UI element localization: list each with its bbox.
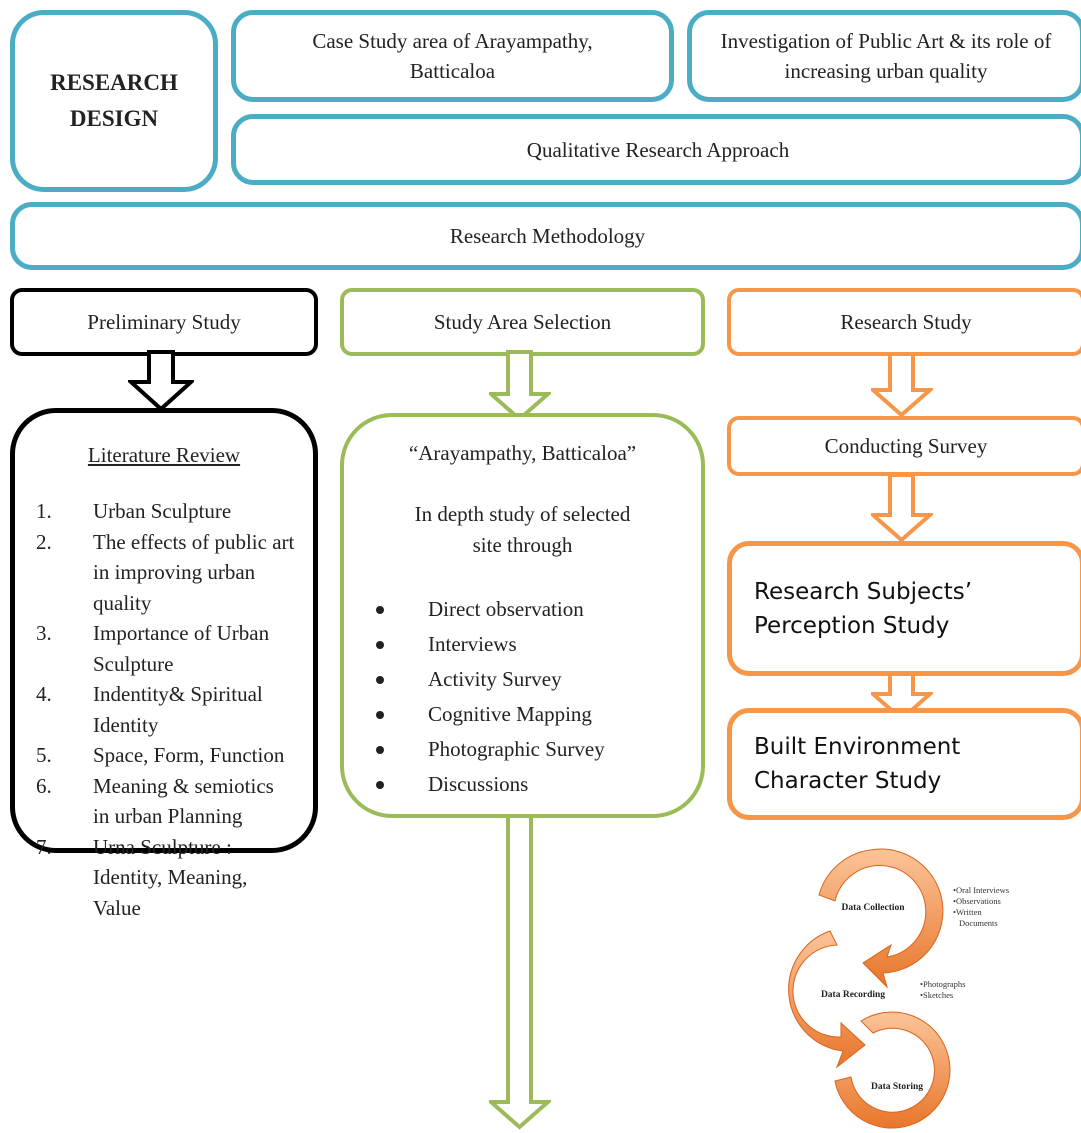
research-study-box: Research Study: [727, 288, 1081, 356]
site-intro: In depth study of selected site through: [414, 502, 631, 557]
long-green-down-arrow: [489, 812, 551, 1130]
investigation-label: Investigation of Public Art & its role o…: [720, 29, 1052, 83]
cycle-note: •Sketches: [920, 990, 953, 1000]
site-name: “Arayampathy, Batticaloa”: [408, 441, 637, 465]
list-item: Direct observation: [344, 592, 684, 627]
list-item: 6.Meaning & semiotics in urban Planning: [36, 773, 274, 829]
cycle-note: •Oral Interviews: [953, 885, 1009, 895]
literature-review-heading: Literature Review: [87, 443, 241, 467]
list-item: 4.Indentity& Spiritual Identity: [36, 682, 263, 737]
methodology-label: Research Methodology: [449, 224, 646, 248]
approach-label: Qualitative Research Approach: [526, 137, 790, 162]
list-item: 2.The effects of public art in improving…: [36, 529, 295, 615]
perception-down-arrow: [871, 672, 933, 722]
cycle-label-collection: Data Collection: [841, 903, 905, 913]
cycle-note: •Photographs: [920, 979, 965, 989]
cycle-label-storing: Data Storing: [871, 1082, 923, 1092]
research-study-down-arrow: [871, 352, 933, 418]
investigation-box: Investigation of Public Art & its role o…: [687, 10, 1081, 102]
preliminary-study-label: Preliminary Study: [87, 310, 241, 334]
list-item: Cognitive Mapping: [344, 697, 684, 732]
list-item: 1.Urban Sculpture: [36, 499, 232, 523]
perception-study-label: Research Subjects’ Perception Study: [754, 578, 973, 639]
cycle-label-recording: Data Recording: [821, 990, 885, 1000]
research-design-box: RESEARCH DESIGN: [10, 10, 218, 192]
site-study-box: “Arayampathy, Batticaloa” In depth study…: [340, 413, 705, 818]
research-design-label: RESEARCH DESIGN: [50, 70, 178, 131]
list-item: Photographic Survey: [344, 732, 684, 767]
cycle-note: •Written: [953, 907, 982, 917]
methodology-box: Research Methodology: [10, 202, 1081, 270]
list-item: 3.Importance of Urban Sculpture: [36, 621, 270, 676]
perception-study-box: Research Subjects’ Perception Study: [727, 541, 1081, 676]
study-area-down-arrow: [489, 350, 551, 422]
cycle-ring-collection: [818, 848, 944, 989]
research-study-label: Research Study: [840, 310, 972, 334]
list-item: 5.Space, Form, Function: [36, 743, 285, 767]
approach-box: Qualitative Research Approach: [231, 114, 1081, 185]
preliminary-study-box: Preliminary Study: [10, 288, 318, 356]
list-item: 7.Urna Sculpture : Identity, Meaning, Va…: [36, 834, 248, 920]
study-area-selection-label: Study Area Selection: [433, 310, 612, 334]
built-environment-box: Built Environment Character Study: [727, 708, 1081, 820]
case-study-label: Case Study area of Arayampathy, Battical…: [312, 29, 593, 83]
cycle-ring-storing: [834, 1011, 951, 1129]
literature-review-box: Literature Review 1.Urban Sculpture 2.Th…: [10, 408, 318, 920]
case-study-box: Case Study area of Arayampathy, Battical…: [231, 10, 674, 102]
cycle-ring-recording: [788, 930, 866, 1069]
conducting-survey-label: Conducting Survey: [824, 434, 988, 458]
survey-down-arrow: [871, 473, 933, 543]
cycle-note: •Observations: [953, 896, 1001, 906]
conducting-survey-box: Conducting Survey: [727, 416, 1081, 476]
data-cycle-graphic: Data Collection Data Recording Data Stor…: [788, 848, 1009, 1129]
list-item: Discussions: [344, 767, 684, 802]
preliminary-down-arrow: [128, 350, 194, 412]
cycle-note: Documents: [959, 918, 998, 928]
list-item: Activity Survey: [344, 662, 684, 697]
study-area-selection-box: Study Area Selection: [340, 288, 705, 356]
list-item: Interviews: [344, 627, 684, 662]
built-environment-label: Built Environment Character Study: [754, 734, 961, 794]
methods-list: Direct observation Interviews Activity S…: [344, 592, 684, 802]
literature-list: 1.Urban Sculpture 2.The effects of publi…: [25, 496, 295, 923]
